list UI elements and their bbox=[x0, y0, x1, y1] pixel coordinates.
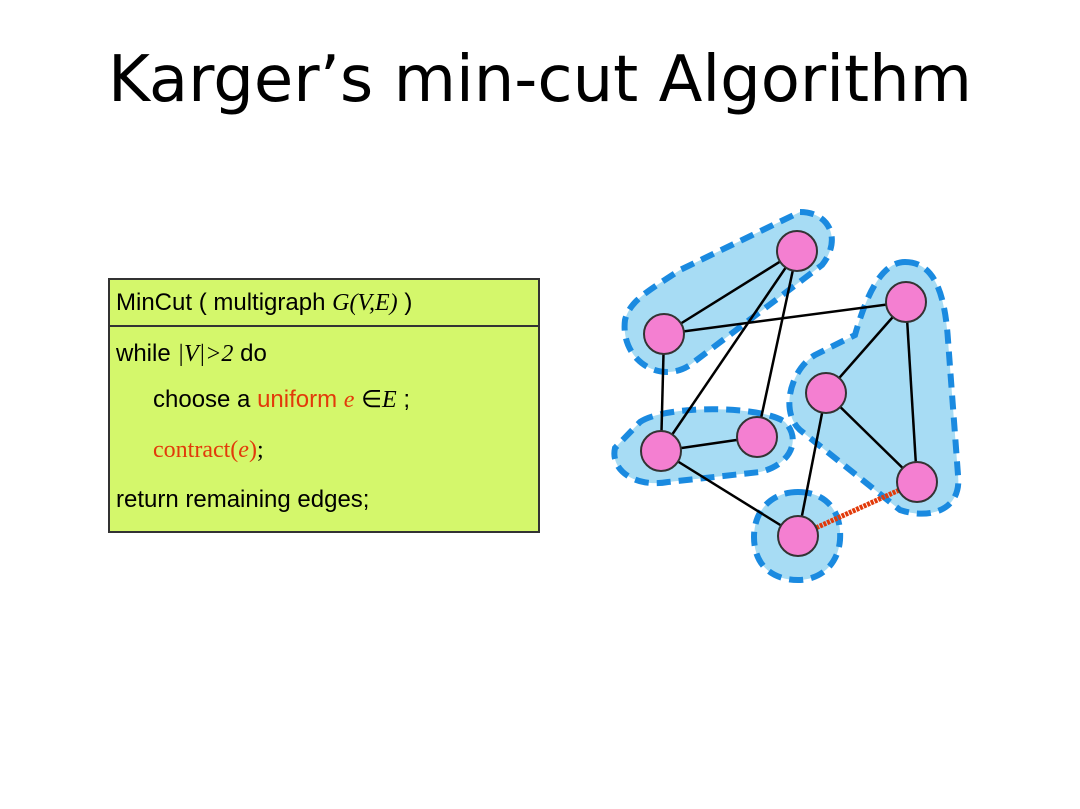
vertex bbox=[736, 416, 778, 458]
element-of-symbol: ∈ bbox=[361, 387, 383, 413]
vertex bbox=[776, 230, 818, 272]
edge bbox=[663, 249, 798, 336]
while-line: while |V|>2 do bbox=[116, 333, 532, 375]
algorithm-box: MinCut ( multigraph G(V,E) ) while |V|>2… bbox=[108, 278, 540, 533]
contract-close: ) bbox=[248, 437, 257, 463]
function-name: MinCut bbox=[116, 289, 193, 316]
return-line: return remaining edges; bbox=[116, 486, 370, 513]
algorithm-header: MinCut ( multigraph G(V,E) ) bbox=[110, 280, 538, 327]
edge bbox=[825, 392, 918, 483]
edge bbox=[660, 449, 799, 538]
edge-set: E bbox=[382, 387, 397, 413]
edge bbox=[755, 250, 799, 438]
edge bbox=[904, 301, 919, 483]
edge bbox=[659, 250, 799, 452]
while-keyword: while bbox=[116, 340, 171, 367]
choose-text: choose a bbox=[153, 386, 251, 413]
edge bbox=[796, 392, 828, 537]
vertex bbox=[896, 461, 938, 503]
slide-title: Karger’s min-cut Algorithm bbox=[108, 43, 972, 117]
algorithm-body: while |V|>2 do choose a uniform e ∈E ; c… bbox=[110, 327, 538, 531]
edge-variable: e bbox=[343, 387, 355, 413]
vertex bbox=[805, 372, 847, 414]
contract-semicolon: ; bbox=[256, 437, 264, 463]
vertex bbox=[643, 313, 685, 355]
edge bbox=[663, 300, 907, 336]
chosen-edge bbox=[796, 479, 919, 539]
param-close: ) bbox=[404, 289, 413, 316]
uniform-word: uniform bbox=[257, 386, 338, 413]
contract-arg: e bbox=[238, 437, 249, 463]
vertex bbox=[777, 515, 819, 557]
while-condition: |V|>2 bbox=[177, 341, 234, 367]
param-graph: G bbox=[332, 290, 350, 316]
contract-fn: contract( bbox=[153, 437, 239, 463]
param-args: (V,E) bbox=[349, 290, 398, 316]
choose-line: choose a uniform e ∈E ; bbox=[116, 375, 532, 425]
do-keyword: do bbox=[240, 340, 267, 367]
choose-semicolon: ; bbox=[403, 386, 411, 413]
contract-line: contract(e); bbox=[116, 425, 532, 475]
vertex bbox=[885, 281, 927, 323]
vertex bbox=[640, 430, 682, 472]
param-open: ( multigraph bbox=[198, 289, 326, 316]
multigraph-diagram bbox=[611, 208, 962, 584]
